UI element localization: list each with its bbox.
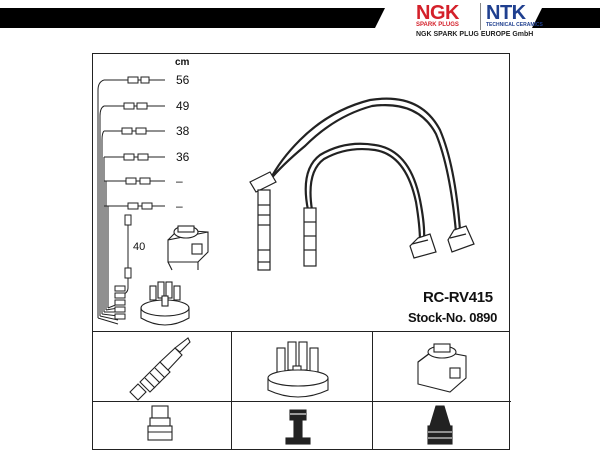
plug-boot-middle-icon [303,207,317,267]
grid-divider [93,401,511,402]
model-code: RC-RV415 [423,289,493,306]
wire-length-6: – [176,199,183,213]
legend-wire-3-icon [104,127,165,135]
plug-boot-long-icon [249,171,277,271]
grid-divider [372,331,373,450]
ignition-coil-icon [417,343,467,393]
stock-number: Stock-No. 0890 [408,310,498,325]
legend-wire-2-icon [104,102,165,110]
straight-terminal-icon [147,405,173,441]
angled-boot-left-icon [409,233,437,259]
coil-lead-icon [123,214,132,295]
unit-label: cm [175,57,190,68]
wire-length-2: 49 [176,99,190,113]
fork-terminal-icon [285,409,311,445]
angled-boot-right-icon [447,225,475,253]
wire-length-3: 38 [176,124,190,138]
header-band [0,8,600,28]
distributor-cap-small-icon [140,281,190,326]
legend-wire-6-icon [104,202,165,210]
ignition-coil-small-icon [167,225,209,271]
cone-terminal-icon [427,405,453,445]
wire-length-5: – [176,174,183,188]
ngk-ntk-logo: NGK NTK SPARK PLUGS TECHNICAL CERAMICS N… [414,2,554,40]
technical-ceramics-tagline: TECHNICAL CERAMICS [486,22,543,28]
spark-plugs-tagline: SPARK PLUGS [416,22,459,28]
wire-length-1: 56 [176,73,190,87]
connector-stack-icon [114,285,126,320]
ignition-cables-icon [267,97,462,243]
wire-length-4: 36 [176,150,190,164]
grid-divider [231,331,232,450]
company-name: NGK SPARK PLUG EUROPE GmbH [416,31,534,38]
logo-divider [480,3,481,30]
coil-lead-length: 40 [133,241,146,253]
ngk-brand: NGK [416,2,459,24]
main-diagram-frame [92,53,510,332]
ntk-brand: NTK [486,2,526,24]
spark-plug-icon [129,337,191,401]
legend-wire-4-icon [104,153,165,161]
legend-wire-1-icon [104,76,165,84]
legend-wire-5-icon [104,177,165,185]
distributor-cap-icon [267,341,329,398]
